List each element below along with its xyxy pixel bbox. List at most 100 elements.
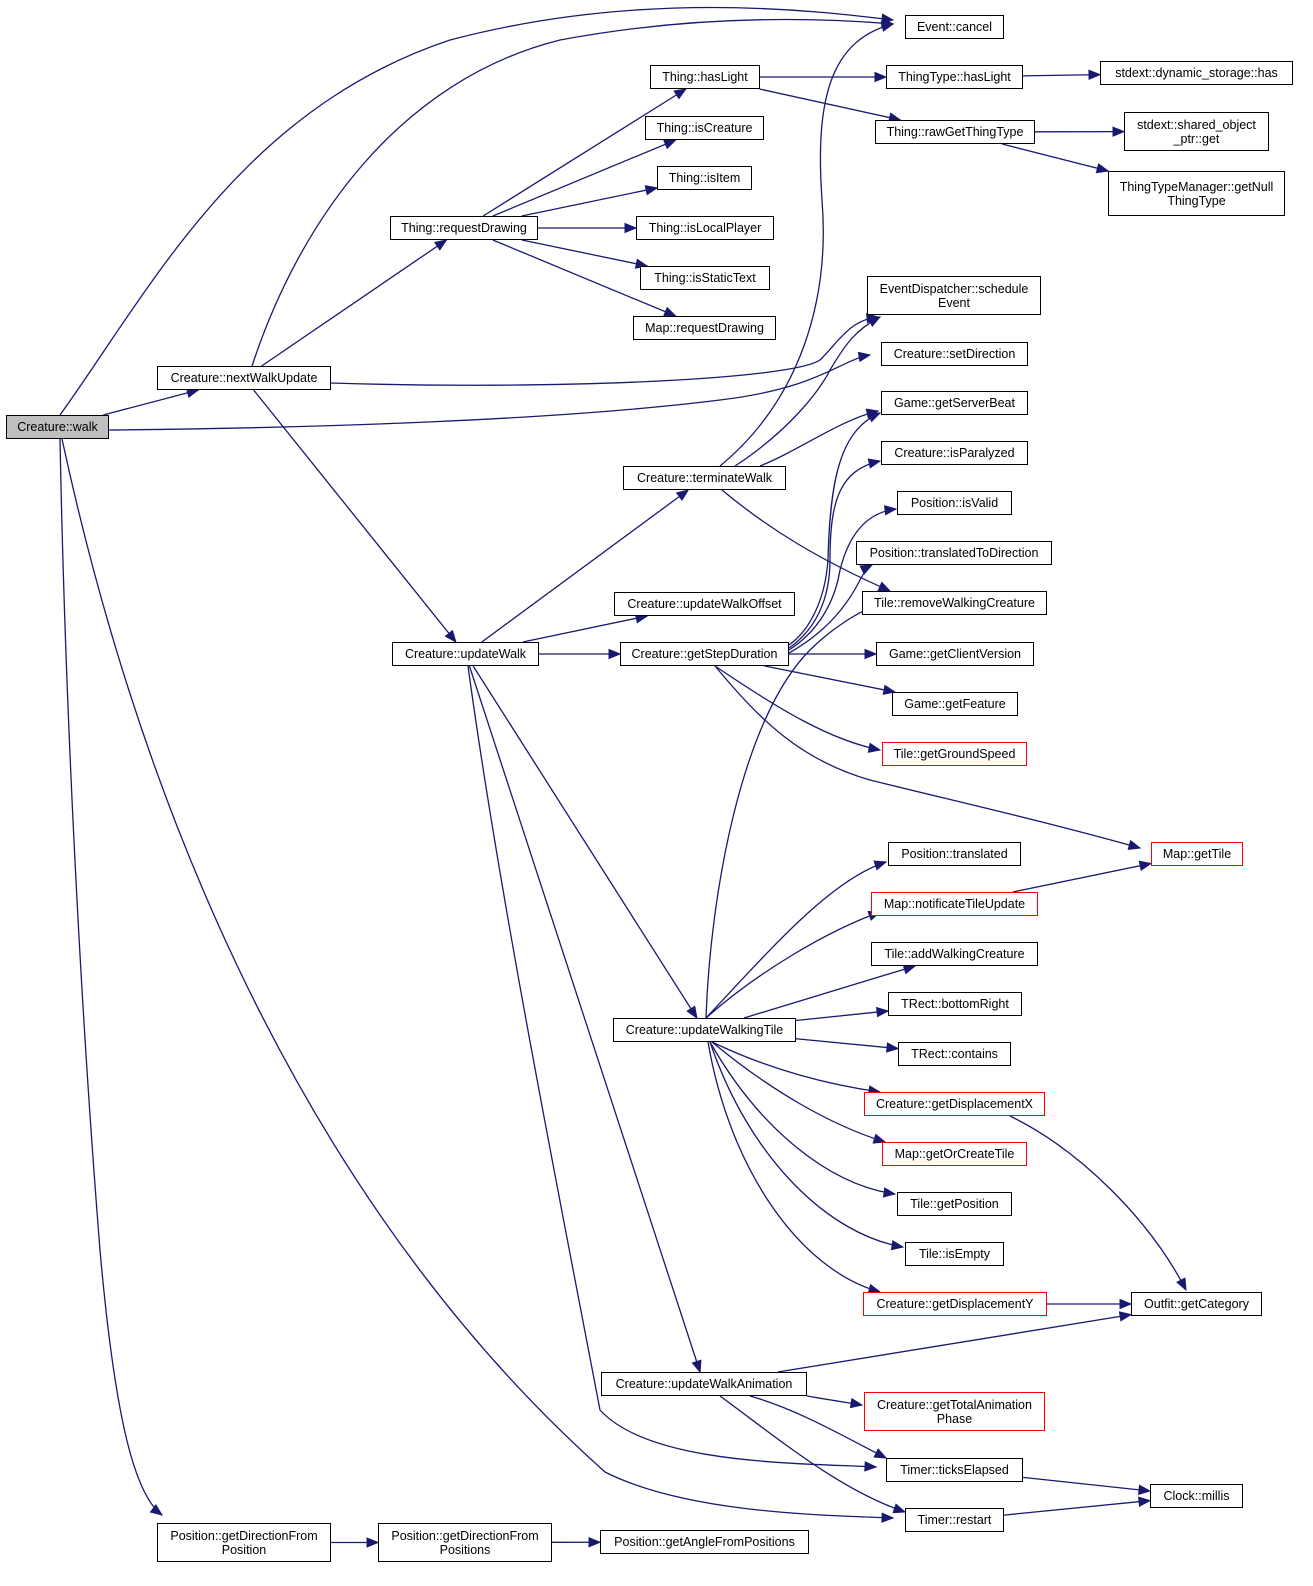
edge-walk-to-event-cancel (59, 6, 895, 416)
edge-walk-to-set-direction (108, 351, 872, 431)
edge-arrowhead (1119, 1298, 1133, 1310)
node-bottom-right[interactable]: TRect::bottomRight (888, 992, 1022, 1016)
edge-update-walking-tile-to-tile-get-position (709, 1041, 897, 1198)
node-get-client-version[interactable]: Game::getClientVersion (876, 642, 1034, 666)
edge-raw-get-thing-type-to-get-null-thing-type (1001, 143, 1110, 174)
node-map-request-drawing[interactable]: Map::requestDrawing (633, 316, 776, 340)
edge-next-walk-update-to-update-walk (253, 389, 457, 644)
edge-arrowhead (890, 1239, 905, 1251)
node-timer-restart[interactable]: Timer::restart (905, 1508, 1004, 1532)
edge-update-walking-tile-to-translated (705, 860, 888, 1019)
node-request-drawing[interactable]: Thing::requestDrawing (390, 216, 538, 240)
node-raw-get-thing-type[interactable]: Thing::rawGetThingType (875, 120, 1035, 144)
node-ticks-elapsed[interactable]: Timer::ticksElapsed (886, 1458, 1023, 1482)
node-terminate-walk[interactable]: Creature::terminateWalk (623, 466, 786, 490)
node-map-get-tile[interactable]: Map::getTile (1151, 842, 1243, 866)
node-add-walking-creature[interactable]: Tile::addWalkingCreature (871, 942, 1038, 966)
node-get-displacement-y[interactable]: Creature::getDisplacementY (863, 1292, 1047, 1316)
edge-thing-has-light-to-thing-type-has-light (760, 71, 888, 83)
node-clock-millis[interactable]: Clock::millis (1150, 1484, 1243, 1508)
node-is-local-player[interactable]: Thing::isLocalPlayer (636, 216, 774, 240)
node-get-server-beat[interactable]: Game::getServerBeat (881, 391, 1028, 415)
edge-arrowhead (644, 185, 659, 196)
edge-arrowhead (1088, 69, 1102, 81)
edge-update-walking-tile-to-bottom-right (795, 1006, 890, 1022)
edge-walk-to-next-walk-update (103, 387, 200, 416)
edge-update-walk-to-ticks-elapsed (467, 665, 878, 1472)
node-tile-is-empty[interactable]: Tile::isEmpty (905, 1242, 1004, 1266)
edge-walk-to-timer-restart (61, 438, 895, 1523)
node-update-walk-animation[interactable]: Creature::updateWalkAnimation (601, 1372, 807, 1396)
node-update-walk-offset[interactable]: Creature::updateWalkOffset (614, 592, 795, 616)
edge-arrowhead (588, 1536, 602, 1548)
edge-arrowhead (433, 239, 448, 251)
edge-arrowhead (892, 1503, 907, 1514)
node-walk[interactable]: Creature::walk (6, 415, 109, 439)
node-schedule-event[interactable]: EventDispatcher::schedule Event (867, 276, 1041, 315)
edge-arrowhead (902, 964, 917, 975)
edge-ticks-elapsed-to-clock-millis (1022, 1476, 1152, 1495)
edge-request-drawing-to-is-static-text (521, 239, 649, 269)
node-get-ground-speed[interactable]: Tile::getGroundSpeed (882, 742, 1027, 766)
node-remove-walking-creature[interactable]: Tile::removeWalkingCreature (862, 591, 1047, 615)
node-outfit-get-category[interactable]: Outfit::getCategory (1131, 1292, 1262, 1316)
node-is-creature[interactable]: Thing::isCreature (645, 116, 764, 140)
node-get-dir-from-pos[interactable]: Position::getDirectionFrom Position (157, 1523, 331, 1562)
edge-arrowhead (881, 1512, 895, 1523)
node-get-dir-from-positions[interactable]: Position::getDirectionFrom Positions (378, 1523, 552, 1562)
edge-arrowhead (608, 648, 622, 660)
node-update-walking-tile[interactable]: Creature::updateWalkingTile (613, 1018, 796, 1042)
edge-raw-get-thing-type-to-shared-object-ptr-get (1034, 126, 1126, 137)
edge-arrowhead (1095, 163, 1110, 174)
node-is-item[interactable]: Thing::isItem (657, 166, 752, 190)
node-tile-get-position[interactable]: Tile::getPosition (897, 1192, 1012, 1216)
edge-update-walk-animation-to-timer-restart (719, 1395, 907, 1514)
node-set-direction[interactable]: Creature::setDirection (881, 342, 1028, 366)
node-update-walk[interactable]: Creature::updateWalk (392, 642, 539, 666)
edge-update-walk-animation-to-ticks-elapsed (749, 1395, 888, 1459)
edge-arrowhead (673, 88, 687, 100)
node-shared-object-ptr-get[interactable]: stdext::shared_object _ptr::get (1124, 112, 1269, 151)
edge-arrowhead (877, 581, 892, 592)
node-next-walk-update[interactable]: Creature::nextWalkUpdate (157, 366, 331, 390)
node-is-paralyzed[interactable]: Creature::isParalyzed (881, 441, 1028, 465)
edge-thing-type-has-light-to-dynamic-storage-has (1022, 69, 1102, 81)
edge-arrowhead (686, 1005, 698, 1020)
node-event-cancel[interactable]: Event::cancel (905, 15, 1004, 39)
node-get-angle-from-positions[interactable]: Position::getAngleFromPositions (600, 1530, 809, 1554)
edge-next-walk-update-to-event-cancel (251, 17, 895, 367)
node-get-total-animation-phase[interactable]: Creature::getTotalAnimation Phase (864, 1392, 1045, 1431)
edge-arrowhead (880, 21, 895, 32)
node-is-static-text[interactable]: Thing::isStaticText (640, 266, 770, 290)
edge-request-drawing-to-is-item (521, 185, 659, 217)
node-dynamic-storage-has[interactable]: stdext::dynamic_storage::has (1100, 61, 1293, 85)
edge-notificate-tile-update-to-map-get-tile (1012, 860, 1153, 893)
edge-update-walking-tile-to-tile-is-empty (709, 1041, 905, 1251)
edge-get-step-duration-to-map-get-tile (714, 665, 1142, 850)
edge-arrowhead (873, 860, 888, 871)
node-get-null-thing-type[interactable]: ThingTypeManager::getNull ThingType (1108, 171, 1285, 216)
edge-arrowhead (149, 1503, 164, 1516)
edge-update-walking-tile-to-get-or-create-tile (711, 1041, 887, 1144)
edge-arrowhead (675, 489, 690, 502)
node-get-step-duration[interactable]: Creature::getStepDuration (620, 642, 789, 666)
node-translated[interactable]: Position::translated (888, 842, 1021, 866)
node-thing-type-has-light[interactable]: ThingType::hasLight (886, 65, 1023, 89)
node-get-feature[interactable]: Game::getFeature (892, 692, 1018, 716)
edge-get-displacement-x-to-outfit-get-category (1009, 1115, 1187, 1292)
node-notificate-tile-update[interactable]: Map::notificateTileUpdate (871, 892, 1038, 916)
node-is-valid[interactable]: Position::isValid (897, 491, 1012, 515)
edge-get-step-duration-to-get-feature (764, 665, 897, 695)
edge-arrowhead (886, 1042, 900, 1053)
edge-arrowhead (691, 1359, 702, 1374)
edge-arrowhead (663, 139, 677, 150)
edge-arrowhead (444, 629, 457, 644)
node-translated-to-direction[interactable]: Position::translatedToDirection (856, 541, 1052, 565)
node-contains[interactable]: TRect::contains (898, 1042, 1011, 1066)
edge-update-walk-to-terminate-walk (481, 489, 690, 643)
edge-arrowhead (864, 1461, 878, 1472)
node-get-or-create-tile[interactable]: Map::getOrCreateTile (882, 1142, 1027, 1166)
edge-terminate-walk-to-schedule-event (734, 316, 882, 467)
node-thing-has-light[interactable]: Thing::hasLight (650, 65, 760, 89)
node-get-displacement-x[interactable]: Creature::getDisplacementX (864, 1092, 1045, 1116)
